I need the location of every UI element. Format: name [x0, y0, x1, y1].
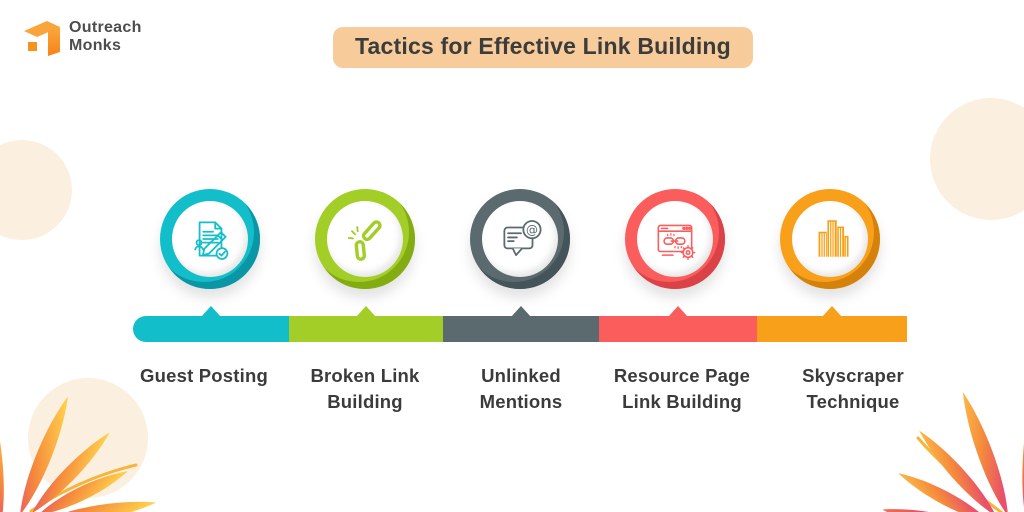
timeline-segment-guest-posting: [133, 306, 289, 342]
mention-bubble-icon: @: [503, 220, 542, 257]
circle-inner: [327, 201, 403, 277]
broken-link-icon: [347, 220, 382, 261]
timeline-segment-broken-link: [289, 306, 443, 342]
tactic-circle-guest-posting: [160, 189, 260, 289]
svg-text:@: @: [526, 223, 538, 237]
segment-pointer: [822, 306, 842, 317]
segment-pointer: [668, 306, 688, 317]
timeline-bar: [133, 306, 907, 342]
brand-logo: Outreach Monks: [20, 16, 142, 58]
circle-inner: [172, 201, 248, 277]
circle-inner: @: [482, 201, 558, 277]
segment-pointer: [356, 306, 376, 317]
brand-name: Outreach Monks: [69, 19, 142, 55]
circle-inner: [637, 201, 713, 277]
segment-pointer: [511, 306, 531, 317]
skyscraper-icon: [818, 220, 849, 257]
brand-name-line2: Monks: [69, 37, 122, 54]
resource-page-icon: [657, 224, 696, 260]
timeline-segment-resource-page: [599, 306, 757, 342]
brand-name-line1: Outreach: [69, 19, 142, 37]
circle-inner: [792, 201, 868, 277]
background-blob: [28, 378, 148, 498]
outreach-monks-cube-logo: [24, 21, 60, 56]
tactic-circle-resource-page: [625, 189, 725, 289]
tactic-label-guest-posting: Guest Posting: [140, 365, 268, 386]
page-title: Tactics for Effective Link Building: [333, 27, 753, 68]
segment-pointer: [201, 306, 221, 317]
tactic-circle-skyscraper: [780, 189, 880, 289]
tactic-circle-broken-link: [315, 189, 415, 289]
timeline-segment-skyscraper: [757, 306, 907, 342]
background-blob: [930, 98, 1024, 220]
background-blob: [0, 140, 72, 240]
timeline-segment-unlinked-mentions: [443, 306, 599, 342]
document-pencil-icon: [194, 221, 229, 260]
tactic-circle-unlinked-mentions: @: [470, 189, 570, 289]
